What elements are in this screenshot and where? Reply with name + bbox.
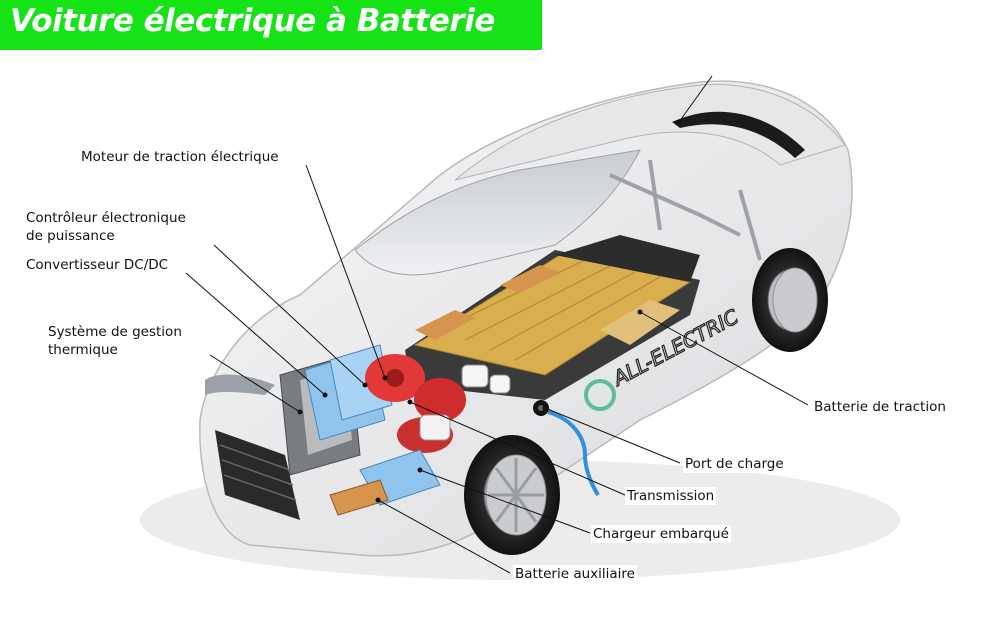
coolant-tanks (461, 364, 511, 394)
front-grille (215, 430, 300, 520)
label-onboard-charger: Chargeur embarqué (591, 525, 731, 543)
label-traction-battery: Batterie de traction (812, 398, 948, 416)
leader-lines (185, 75, 809, 574)
label-thermal-management-line1: Système de gestion (46, 323, 184, 341)
charge-port (533, 400, 549, 416)
label-charge-port: Port de charge (683, 455, 786, 473)
leader-dots (297, 119, 682, 503)
title-banner: Voiture électrique à Batterie (0, 0, 542, 50)
windshield (354, 149, 641, 276)
label-power-controller-line1: Contrôleur électronique (24, 209, 188, 227)
rear-suspension (609, 159, 762, 261)
sunroof-strip (672, 111, 805, 158)
auxiliary-battery (329, 479, 389, 516)
label-thermal-management-line2: thermique (46, 341, 120, 359)
roof (454, 83, 846, 181)
headlight (205, 374, 275, 395)
traction-motor (365, 354, 466, 422)
charge-cable (547, 410, 600, 497)
label-transmission: Transmission (625, 487, 717, 505)
label-power-controller-line2: de puissance (24, 227, 117, 245)
badge-logo (584, 379, 616, 411)
rear-wheel (752, 248, 828, 352)
front-wheel (464, 435, 560, 555)
label-auxiliary-battery: Batterie auxiliaire (513, 565, 637, 583)
traction-battery-pack (405, 235, 700, 400)
label-dc-dc-converter: Convertisseur DC/DC (24, 256, 171, 274)
label-traction-motor: Moteur de traction électrique (79, 148, 281, 166)
diagram-title: Voiture électrique à Batterie (10, 3, 495, 39)
transmission-unit (397, 414, 453, 453)
